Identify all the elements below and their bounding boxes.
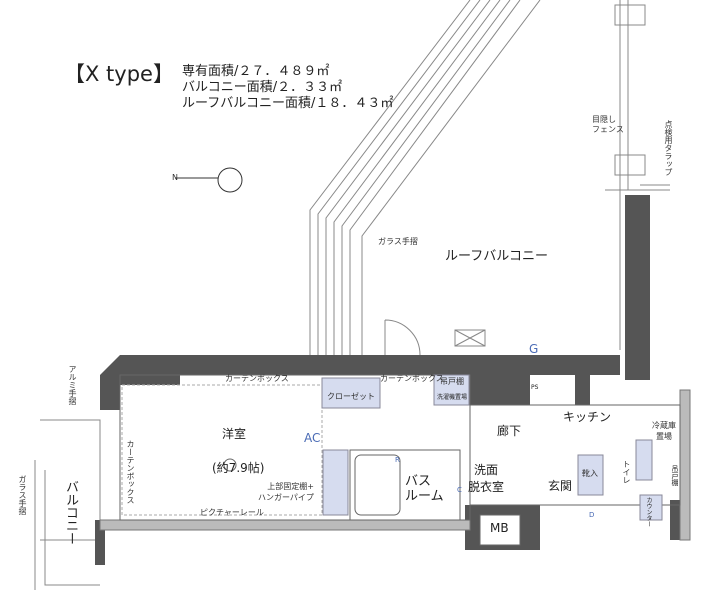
screen-fence-label: 目隠し フェンス	[592, 115, 624, 134]
fridge-space-label: 冷蔵庫 置場	[652, 421, 676, 441]
washroom-label: 洗面 脱衣室	[468, 463, 505, 494]
hanging-cupboard-label: 吊戸棚	[440, 377, 464, 386]
curtain-box-label: カーテンボックス	[126, 440, 135, 504]
balcony-label: バルコニー	[63, 480, 78, 545]
entrance-label: 玄関	[548, 479, 573, 493]
toilet-label: トイレ	[622, 460, 631, 484]
closet-label: クローゼット	[327, 392, 375, 401]
compass-north-label: N	[172, 173, 178, 182]
glass-rail-balcony-label: ガラス手摺	[18, 475, 27, 515]
ac-label: AC	[304, 431, 321, 445]
western-room-size: (約7.9帖)	[212, 461, 265, 475]
hanging-cupboard-label: 吊戸棚	[671, 465, 679, 486]
western-room-label: 洋室	[222, 427, 247, 441]
aluminum-rail-label: アルミ手摺	[68, 365, 77, 405]
roof-balcony-area: ルーフバルコニー面積/１８．４３㎡	[182, 96, 394, 111]
bathroom-label: バス ルーム	[405, 474, 444, 504]
doorbell-label: D	[589, 511, 595, 519]
washer-space-label: 洗濯機置場	[437, 394, 468, 401]
controller-label: C	[457, 486, 462, 494]
roof-balcony-label: ルーフバルコニー	[445, 249, 548, 264]
ps-label: PS	[531, 384, 539, 391]
balcony-area: バルコニー面積/２．３３㎡	[182, 80, 343, 95]
curtain-box-label: カーテンボックス	[380, 374, 444, 383]
mb-label: MB	[490, 521, 509, 535]
glass-rail-roof-label: ガラス手摺	[378, 237, 418, 246]
shelf-hanger-label: 上部固定棚+ ハンガーパイプ	[258, 482, 314, 502]
hallway-label: 廊下	[497, 424, 522, 438]
inspection-ladder-label: 点検用タラップ	[664, 120, 673, 176]
counter-label: カウンター	[645, 497, 652, 527]
curtain-box-label: カーテンボックス	[225, 374, 289, 383]
shoe-box-label: 靴入	[582, 469, 598, 478]
gas-meter-label: G	[529, 342, 539, 356]
kitchen-label: キッチン	[563, 410, 612, 424]
type-label: 【X type】	[64, 62, 174, 86]
picture-rail-label: ピクチャーレール	[200, 508, 264, 517]
exclusive-area: 専有面積/２７．４８９㎡	[182, 64, 330, 79]
reheat-label: R	[395, 456, 400, 464]
